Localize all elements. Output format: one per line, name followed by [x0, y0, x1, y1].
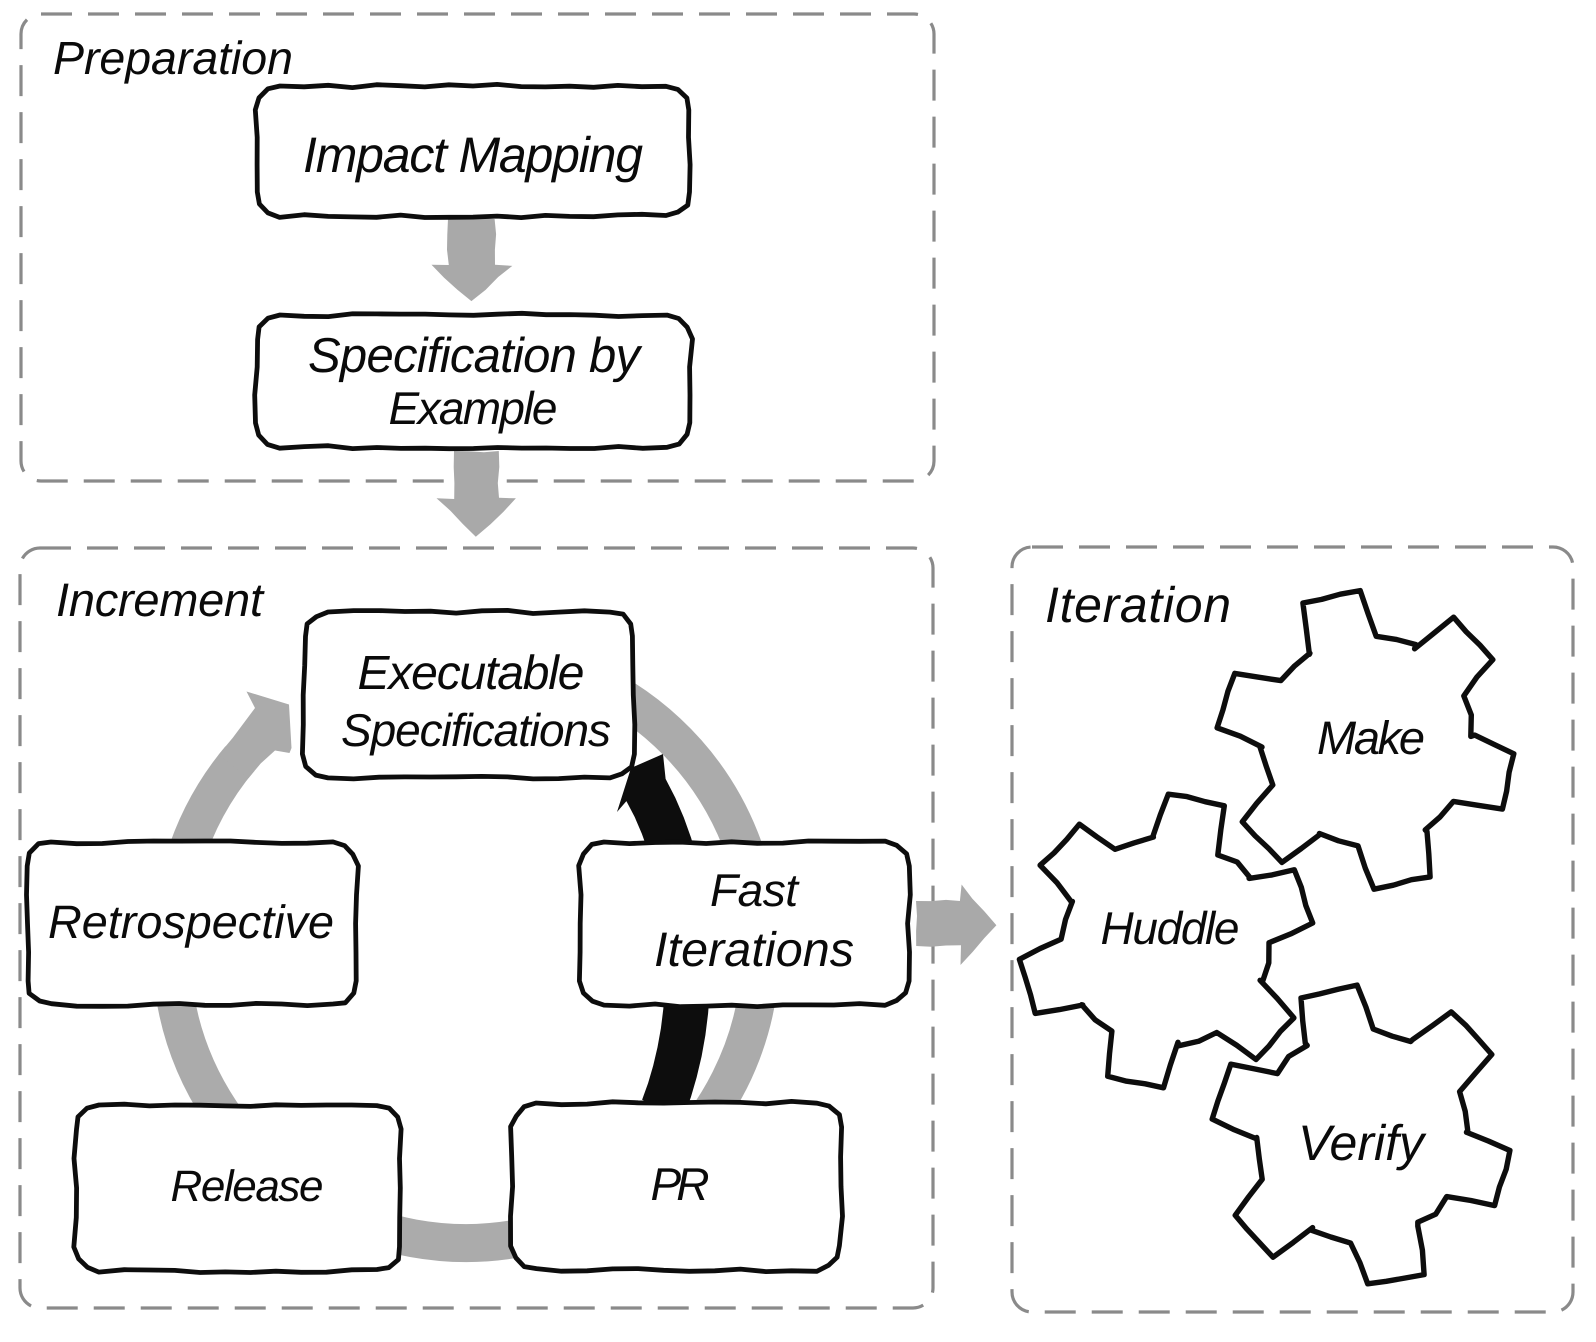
svg-text:Huddle: Huddle	[1101, 902, 1240, 954]
svg-text:Retrospective: Retrospective	[48, 896, 334, 948]
svg-text:Fast: Fast	[710, 864, 800, 916]
svg-text:Release: Release	[171, 1162, 324, 1211]
svg-text:Executable: Executable	[358, 647, 585, 700]
svg-text:Example: Example	[389, 382, 558, 434]
svg-text:Make: Make	[1317, 711, 1425, 764]
svg-text:Verify: Verify	[1298, 1115, 1427, 1171]
svg-text:Iterations: Iterations	[654, 923, 854, 977]
svg-text:Increment: Increment	[56, 573, 265, 626]
svg-text:Iteration: Iteration	[1045, 577, 1231, 633]
svg-text:PR: PR	[651, 1158, 710, 1210]
svg-text:Specifications: Specifications	[341, 704, 611, 756]
svg-text:Specification by: Specification by	[308, 329, 643, 383]
svg-text:Impact Mapping: Impact Mapping	[303, 127, 643, 183]
svg-text:Preparation: Preparation	[53, 32, 293, 84]
